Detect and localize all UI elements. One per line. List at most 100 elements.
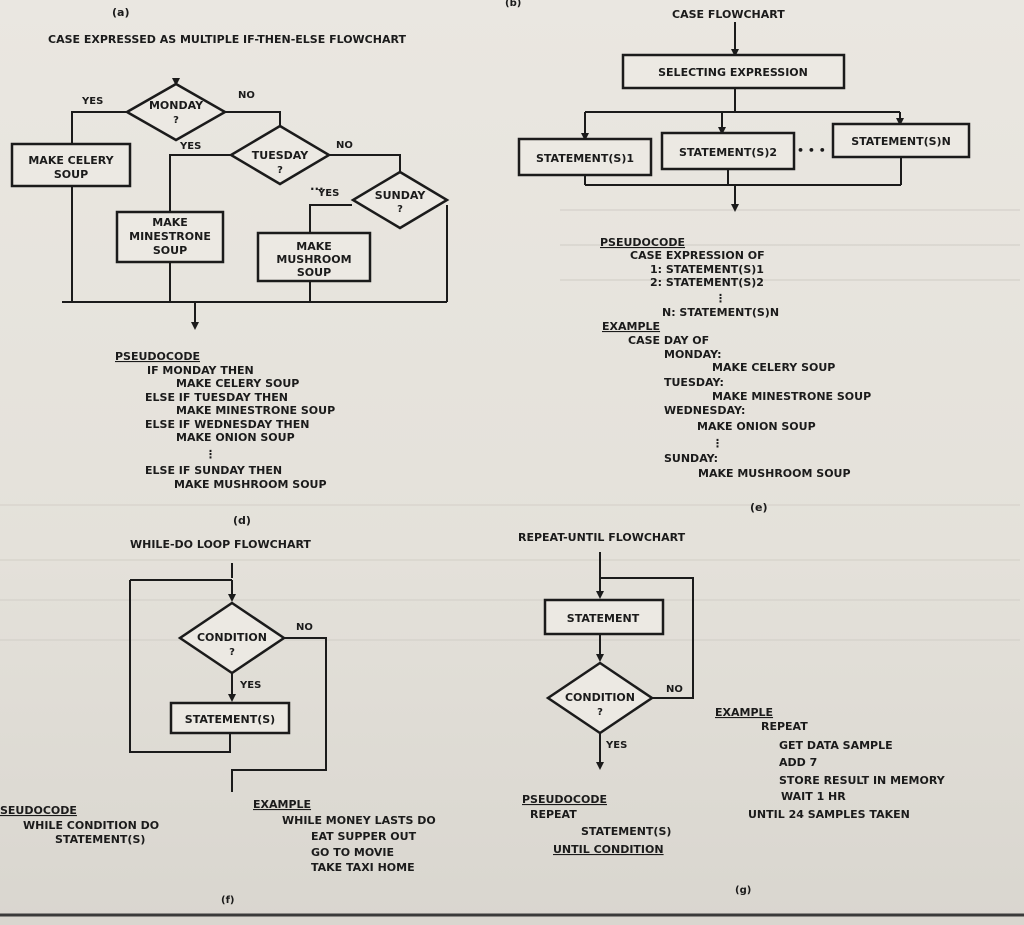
ellipsis-dots: ... (310, 179, 324, 193)
panel-b-example-line-2: MONDAY: (664, 348, 722, 361)
repeat-statement-label: STATEMENT (567, 612, 640, 625)
statement-1-label: STATEMENT(S)1 (536, 152, 634, 165)
panel-d-example-line-4: TAKE TAXI HOME (311, 861, 415, 874)
monday-label: MONDAY (149, 99, 204, 112)
monday-no-label: NO (238, 90, 255, 101)
panel-b-example-line-3: MAKE CELERY SOUP (712, 361, 835, 374)
panel-e-pseudo-line-2: STATEMENT(S) (581, 825, 671, 838)
panel-a-pseudo-line-7: ELSE IF SUNDAY THEN (145, 464, 282, 477)
statement-2-box (660, 131, 796, 171)
panel-e-example-heading: EXAMPLE (715, 706, 773, 719)
panel-e-pseudocode-heading: PSEUDOCODE (522, 793, 607, 806)
panel-d-pseudo-line-2: STATEMENT(S) (55, 833, 145, 846)
panel-e-title: REPEAT-UNTIL FLOWCHART (518, 531, 686, 544)
panel-b-example-line-7: MAKE ONION SOUP (697, 420, 816, 433)
panel-a-label: (a) (112, 6, 129, 19)
panel-d-pseudo-line-1: WHILE CONDITION DO (23, 819, 159, 832)
panel-e-example-line-6: UNTIL 24 SAMPLES TAKEN (748, 808, 910, 821)
repeat-statement-box (543, 598, 665, 636)
sunday-label: SUNDAY (375, 189, 427, 202)
mushroom-box-line2: MUSHROOM (276, 253, 351, 266)
tuesday-decision (228, 124, 332, 186)
sunday-yes-label: YES (317, 188, 339, 199)
minestrone-box-line1: MAKE (152, 216, 188, 229)
panel-e-label: (e) (750, 501, 768, 514)
panel-a-pseudo-line-2: MAKE CELERY SOUP (176, 377, 299, 390)
panel-e-pseudo-line-3: UNTIL CONDITION (553, 843, 664, 856)
make-minestrone-soup-box (115, 210, 225, 264)
panel-b-vdots-2: ⋮ (712, 437, 723, 450)
panel-b-case-item-n: N: STATEMENT(S)N (662, 306, 779, 319)
panel-e: (e) REPEAT-UNTIL FLOWCHART STATEMENT CON… (518, 501, 946, 896)
panel-e-pseudo-line-1: REPEAT (530, 808, 577, 821)
statement-n-box (831, 122, 971, 159)
minestrone-box-line3: SOUP (153, 244, 187, 257)
panel-d-label: (d) (233, 514, 251, 527)
sunday-question: ? (397, 204, 403, 215)
panel-b-example-line-8: SUNDAY: (664, 452, 718, 465)
make-celery-soup-box (10, 142, 132, 188)
selecting-expression-label: SELECTING EXPRESSION (658, 66, 808, 79)
panel-a-pseudo-line-5: ELSE IF WEDNESDAY THEN (145, 418, 309, 431)
panel-a-vdots: ⋮ (205, 448, 216, 461)
selecting-expression-box (621, 53, 846, 90)
panel-b-case-line: CASE EXPRESSION OF (630, 249, 765, 262)
panel-b-label: (b) (505, 0, 521, 9)
panel-d-example-line-2: EAT SUPPER OUT (311, 830, 417, 843)
panel-a-pseudo-line-6: MAKE ONION SOUP (176, 431, 295, 444)
sunday-decision (350, 170, 450, 230)
panel-b-case-item-1: 1: STATEMENT(S)1 (650, 263, 764, 276)
minestrone-box-line2: MINESTRONE (129, 230, 211, 243)
while-condition-label: CONDITION (197, 631, 267, 644)
panel-d-example-line-1: WHILE MONEY LASTS DO (282, 814, 436, 827)
panel-a: (a) CASE EXPRESSED AS MULTIPLE IF-THEN-E… (10, 6, 450, 491)
monday-decision (124, 82, 228, 142)
panel-e-example-line-3: ADD 7 (779, 756, 817, 769)
while-condition-question: ? (229, 647, 235, 658)
celery-box-line2: SOUP (54, 168, 88, 181)
tuesday-no-label: NO (336, 140, 353, 151)
panel-e-example-line-2: GET DATA SAMPLE (779, 739, 893, 752)
panel-d-title: WHILE-DO LOOP FLOWCHART (130, 538, 311, 551)
panel-g-label: (g) (735, 885, 751, 896)
while-no-label: NO (296, 622, 313, 633)
make-mushroom-soup-box (256, 231, 372, 283)
panel-b-example-heading: EXAMPLE (602, 320, 660, 333)
panel-b-example-line-4: TUESDAY: (664, 376, 724, 389)
tuesday-question: ? (277, 165, 283, 176)
panel-a-pseudo-line-3: ELSE IF TUESDAY THEN (145, 391, 288, 404)
panel-a-pseudo-line-4: MAKE MINESTRONE SOUP (176, 404, 335, 417)
panel-b-vdots: ⋮ (715, 292, 726, 305)
panel-b-example-line-9: MAKE MUSHROOM SOUP (698, 467, 851, 480)
panel-b-title: CASE FLOWCHART (672, 8, 785, 21)
celery-box-line1: MAKE CELERY (28, 154, 114, 167)
tuesday-yes-label: YES (179, 141, 201, 152)
tuesday-label: TUESDAY (252, 149, 309, 162)
statement-2-label: STATEMENT(S)2 (679, 146, 777, 159)
while-yes-label: YES (239, 680, 261, 691)
panel-b-example-line-1: CASE DAY OF (628, 334, 709, 347)
monday-yes-label: YES (81, 96, 103, 107)
panel-b-pseudocode-heading: PSEUDOCODE (600, 236, 685, 249)
panel-b-case-item-2: 2: STATEMENT(S)2 (650, 276, 764, 289)
panel-d-example-line-3: GO TO MOVIE (311, 846, 394, 859)
panel-d: (d) WHILE-DO LOOP FLOWCHART CONDITION ? … (0, 514, 436, 906)
panel-e-example-line-5: WAIT 1 HR (781, 790, 846, 803)
statement-n-label: STATEMENT(S)N (851, 135, 951, 148)
repeat-condition-label: CONDITION (565, 691, 635, 704)
statement-ellipsis: • • • (797, 144, 826, 157)
panel-a-title: CASE EXPRESSED AS MULTIPLE IF-THEN-ELSE … (48, 33, 406, 46)
monday-question: ? (173, 115, 179, 126)
repeat-condition-question: ? (597, 707, 603, 718)
panel-d-example-heading: EXAMPLE (253, 798, 311, 811)
panel-d-pseudocode-heading: SEUDOCODE (0, 804, 77, 817)
mushroom-box-line1: MAKE (296, 240, 332, 253)
repeat-no-label: NO (666, 684, 683, 695)
panel-f-label: (f) (221, 895, 235, 906)
panel-b-example-line-5: MAKE MINESTRONE SOUP (712, 390, 871, 403)
panel-a-pseudo-line-1: IF MONDAY THEN (147, 364, 254, 377)
while-statement-label: STATEMENT(S) (185, 713, 275, 726)
